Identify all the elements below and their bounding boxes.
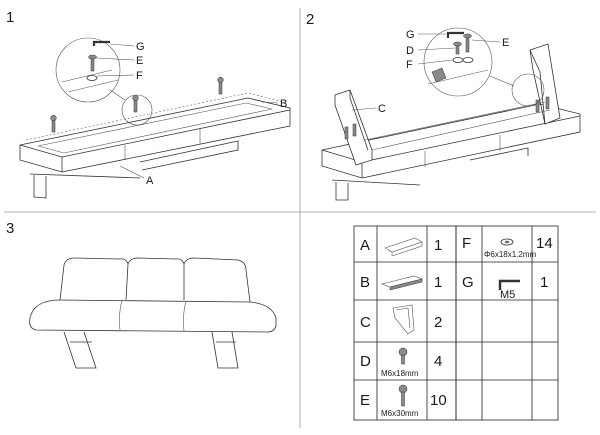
leg-left [33,175,47,199]
detail-circle-large [55,37,121,103]
part-d-qty: 4 [434,353,442,370]
part-d-letter: D [360,353,371,370]
part-c-icon [392,304,415,335]
seat-cushion [29,299,277,333]
step-1-illustration: G E F B A [19,37,291,199]
step-2-number: 2 [306,11,314,28]
callout-f-step2: F [406,59,413,71]
bench-base-frame [19,97,291,173]
step-1-number: 1 [6,9,14,26]
part-g-allen-key-icon [498,279,520,290]
detail-circle-large-2 [423,27,493,97]
step-3-illustration [29,257,277,369]
washer-icon [86,75,98,81]
detail-circle-small-2 [511,73,545,107]
detail-circle-small [121,94,153,126]
part-a-icon [384,237,423,253]
part-f-letter: F [462,235,471,252]
callout-e-step1: E [136,55,143,67]
part-g-qty: 1 [540,274,548,291]
part-a-letter: A [360,237,370,254]
bolt-left [50,114,57,133]
part-a-qty: 1 [434,237,442,254]
bolt-right [217,76,224,95]
part-e-qty: 10 [430,392,447,409]
step-3-number: 3 [6,220,14,237]
allen-key-icon [92,40,110,46]
callout-d-step2: D [406,45,414,57]
step-2-illustration: G D F E C [321,27,581,201]
bracket-icon [431,67,447,83]
bolt-middle [132,94,139,113]
callout-e-step2: E [502,37,509,49]
backrest-middle-cushion [127,257,185,300]
backrest-left-cushion [63,257,129,301]
parts-table: A 1 B 1 C 2 D M6x18mm 4 E M6x30mm 10 F Φ… [353,225,559,421]
callout-c-step2: C [378,103,386,115]
callout-g-step2: G [406,29,415,41]
callout-a-step1: A [146,175,154,187]
callout-f-step1: F [136,70,143,82]
callout-g-step1: G [136,41,145,53]
bench-base-frame-2 [321,103,581,179]
leg-front-left [63,331,97,369]
part-b-letter: B [360,274,370,291]
part-e-spec: M6x30mm [381,409,419,418]
callout-b-step1: B [280,98,287,110]
side-panel-right [529,43,561,125]
part-f-qty: 14 [536,235,553,252]
screw-e-icon [465,35,470,53]
part-c-qty: 2 [434,314,442,331]
leg-front-right [211,331,239,369]
part-d-spec: M6x18mm [381,369,419,378]
backrest-right-cushion [183,257,251,303]
allen-key-icon-2 [446,31,464,38]
part-e-letter: E [360,392,370,409]
part-g-letter: G [462,274,474,291]
part-f-spec: Φ6x18x1.2mm [484,250,537,259]
part-g-spec: M5 [500,289,515,301]
part-b-qty: 1 [434,274,442,291]
part-c-letter: C [360,314,371,331]
